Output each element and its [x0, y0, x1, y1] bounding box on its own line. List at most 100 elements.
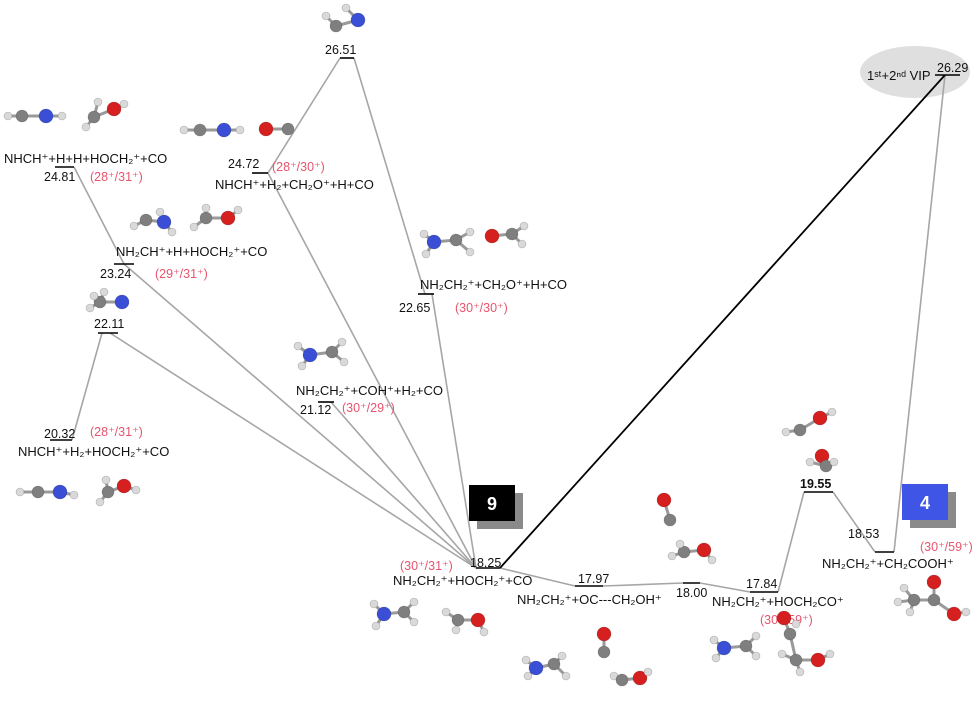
- molecule-co: [258, 121, 295, 137]
- atom-H: [101, 475, 111, 485]
- atom-N: [376, 606, 392, 622]
- atom-O: [946, 606, 962, 622]
- atom-O: [776, 610, 792, 626]
- atom-C: [783, 627, 797, 641]
- atom-H: [95, 497, 105, 507]
- connector: [602, 582, 684, 587]
- atom-H: [179, 125, 189, 135]
- atom-O: [220, 210, 236, 226]
- energy-value: 18.25: [470, 556, 501, 570]
- atom-N: [156, 214, 172, 230]
- connector: [353, 57, 426, 295]
- atom-C: [597, 645, 611, 659]
- molecule-co: [656, 492, 677, 527]
- atom-H: [961, 607, 971, 617]
- charge-state: (30⁺/30⁺): [455, 301, 508, 315]
- atom-H: [155, 207, 165, 217]
- atom-H: [707, 555, 717, 565]
- atom-C: [31, 485, 45, 499]
- atom-H: [321, 11, 331, 21]
- atom-O: [116, 478, 132, 494]
- connector: [330, 401, 477, 569]
- atom-C: [505, 227, 519, 241]
- energy-value: 18.00: [676, 586, 707, 600]
- molecule-nh2ch2: [369, 597, 419, 631]
- energy-value: 17.97: [578, 572, 609, 586]
- atom-H: [81, 122, 91, 132]
- energy-value: 18.53: [848, 527, 879, 541]
- molecule-nh2ch2: [293, 337, 349, 371]
- connector: [123, 263, 477, 569]
- energy-value: 20.32: [44, 427, 75, 441]
- molecule-nh2ch2: [419, 227, 475, 259]
- atom-H: [825, 649, 835, 659]
- atom-H: [561, 671, 571, 681]
- atom-C: [329, 19, 343, 33]
- molecule-hoch2: [609, 667, 653, 687]
- atom-H: [297, 361, 307, 371]
- atom-C: [677, 545, 691, 559]
- atom-H: [167, 227, 177, 237]
- atom-H: [15, 487, 25, 497]
- atom-H: [131, 485, 141, 495]
- box-fill: [902, 484, 948, 520]
- atom-H: [89, 291, 99, 301]
- atom-H: [369, 599, 379, 609]
- atom-N: [38, 108, 54, 124]
- atom-C: [193, 123, 207, 137]
- atom-C: [397, 605, 411, 619]
- atom-H: [829, 457, 839, 467]
- atom-H: [827, 407, 837, 417]
- atom-H: [899, 583, 909, 593]
- connector: [431, 293, 477, 569]
- atom-H: [905, 607, 915, 617]
- atom-H: [409, 597, 419, 607]
- connector: [893, 74, 946, 553]
- atom-H: [371, 621, 381, 631]
- vip-highlight: [860, 46, 970, 98]
- atom-O: [596, 626, 612, 642]
- atom-C: [93, 295, 107, 309]
- atom-N: [52, 484, 68, 500]
- atom-O: [812, 410, 828, 426]
- connector: [777, 491, 805, 593]
- molecule-co: [805, 448, 839, 473]
- molecule-hoch2: [667, 539, 717, 565]
- species-label: NH₂CH₂⁺+OC---CH₂OH⁺: [517, 592, 662, 607]
- atom-H: [85, 303, 95, 313]
- atom-H: [421, 249, 431, 259]
- atom-H: [99, 287, 109, 297]
- level-bars: [50, 57, 960, 593]
- charge-state: (30⁺/31⁺): [400, 559, 453, 573]
- atom-H: [201, 203, 211, 213]
- atom-H: [523, 671, 533, 681]
- box-fill: [469, 485, 515, 521]
- atom-C: [927, 593, 941, 607]
- molecule-ch2cooh: [893, 574, 971, 622]
- atom-C: [907, 593, 921, 607]
- energy-value: 24.72: [228, 157, 259, 171]
- atom-H: [337, 337, 347, 347]
- energy-value: 21.12: [300, 403, 331, 417]
- atom-H: [465, 227, 475, 237]
- species-label: 1ˢᵗ+2ⁿᵈ VIP: [867, 68, 931, 83]
- connector: [73, 166, 125, 265]
- charge-state: (30⁺/59⁺): [920, 540, 973, 554]
- atom-C: [663, 513, 677, 527]
- connector: [109, 332, 477, 569]
- atom-H: [57, 111, 67, 121]
- atom-C: [615, 673, 629, 687]
- box-4: 4: [902, 484, 956, 528]
- atom-H: [465, 247, 475, 257]
- atom-H: [709, 635, 719, 645]
- atom-H: [129, 221, 139, 231]
- energy-value: 19.55: [800, 477, 831, 491]
- molecule-hoch2: [781, 407, 837, 437]
- atom-H: [189, 222, 199, 232]
- atom-N: [716, 640, 732, 656]
- vip-line: [499, 74, 946, 569]
- molecule-nhch: [321, 3, 366, 33]
- atom-H: [781, 427, 791, 437]
- atom-C: [281, 122, 295, 136]
